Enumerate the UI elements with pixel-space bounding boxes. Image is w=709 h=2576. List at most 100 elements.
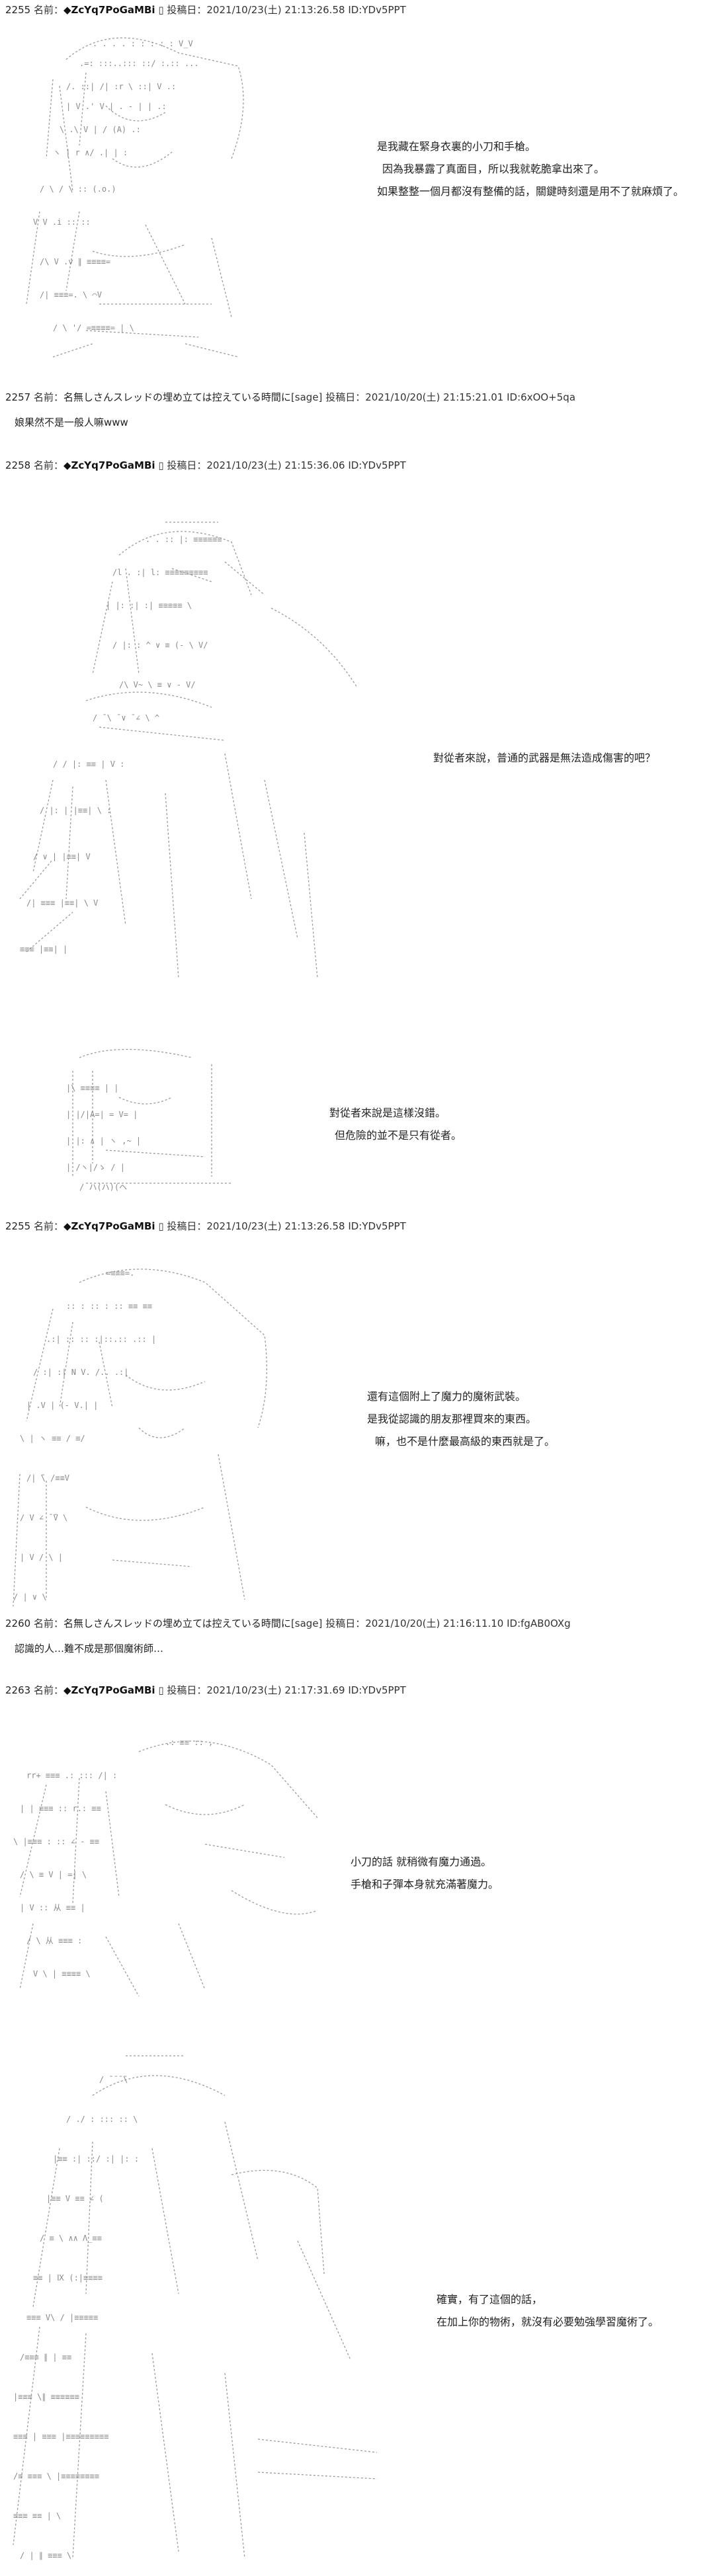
dialog-line: 嘛，也不是什麼最高級的東西就是了。 bbox=[375, 1435, 556, 1448]
svg-text:/\ V .v ∥ ≡≡≡≡=: /\ V .v ∥ ≡≡≡≡= bbox=[40, 257, 110, 266]
svg-text:| |: :| :| ≡≡≡≡≡ \: | |: :| :| ≡≡≡≡≡ \ bbox=[106, 601, 192, 610]
post-number[interactable]: 2255 bbox=[5, 4, 31, 16]
svg-text:/ \ 从 ≡≡≡ :: / \ 从 ≡≡≡ : bbox=[26, 1936, 82, 1945]
post-header: 2257 名前：名無しさんスレッドの埋め立ては控えている時間に[sage] 投稿… bbox=[5, 391, 575, 403]
dialog-line: 是我藏在緊身衣裏的小刀和手槍。 bbox=[377, 140, 536, 153]
svg-text:| |: ∧ | ヽ ,~ |: | |: ∧ | ヽ ,~ | bbox=[66, 1136, 141, 1146]
poster-name: 名無しさんスレッドの埋め立ては控えている時間に bbox=[63, 1618, 291, 1629]
svg-text:. . . . : : : : : V_V: . . . . : : : : : V_V bbox=[93, 39, 193, 48]
svg-text:| V :: 从 ≡≡ |: | V :: 从 ≡≡ | bbox=[20, 1903, 85, 1912]
poster-id[interactable]: ID:YDv5PPT bbox=[348, 4, 406, 16]
ascii-art-figure: . . . . : : : : : V_V .=: :::..::: ::/ :… bbox=[26, 37, 244, 358]
svg-text:rr+ ≡≡≡ .: ::: /| :: rr+ ≡≡≡ .: ::: /| : bbox=[26, 1771, 117, 1780]
poster-id[interactable]: ID:YDv5PPT bbox=[348, 459, 406, 471]
post-header: 2255 名前：◆ZcYq7PoGaMBi ▯ 投稿日：2021/10/23(土… bbox=[5, 4, 406, 16]
post-date: 投稿日：2021/10/23(土) 21:13:26.58 bbox=[167, 4, 345, 16]
dialog-line: 如果整整一個月都沒有整備的話，關鍵時刻還是用不了就麻煩了。 bbox=[377, 185, 685, 198]
svg-text:\ .\ V | / (A) .:: \ .\ V | / (A) .: bbox=[60, 125, 141, 134]
svg-text:≡≡≡ V\ / |≡≡≡≡≡: ≡≡≡ V\ / |≡≡≡≡≡ bbox=[26, 2313, 98, 2322]
svg-text:/≡ ≡≡≡ \ |≡≡≡≡≡≡≡≡: /≡ ≡≡≡ \ |≡≡≡≡≡≡≡≡ bbox=[13, 2472, 99, 2481]
svg-text:/ | ∨ \: / | ∨ \ bbox=[13, 1592, 47, 1602]
post-header: 2263 名前：◆ZcYq7PoGaMBi ▯ 投稿日：2021/10/23(土… bbox=[5, 1684, 406, 1696]
name-label: 名前： bbox=[33, 4, 63, 16]
svg-text:/ :| :| N V. /.. .:|: / :| :| N V. /.. .:| bbox=[33, 1368, 129, 1377]
post-body: 認識的人…難不成是那個魔術師… bbox=[15, 1643, 164, 1655]
post-number[interactable]: 2260 bbox=[5, 1618, 31, 1629]
svg-text:V V .i :: ::: V V .i :: :: bbox=[33, 217, 91, 227]
svg-text:/| ̄\ /≡≡V: /| ̄\ /≡≡V bbox=[26, 1473, 69, 1483]
svg-text:| | ≡≡≡ :: r.: ≡≡: | | ≡≡≡ :: r.: ≡≡ bbox=[20, 1804, 101, 1813]
svg-text:/ \ / \ :: (.o.): / \ / \ :: (.o.) bbox=[40, 184, 116, 194]
svg-text:/ ./ : ::: :: \: / ./ : ::: :: \ bbox=[66, 2115, 138, 2124]
poster-id[interactable]: ID:fgAB0OXg bbox=[507, 1618, 571, 1629]
svg-text:V \ | ≡≡≡≡ \: V \ | ≡≡≡≡ \ bbox=[33, 1969, 91, 1978]
svg-text:\ | ヽ ≡≡ / ≡/: \ | ヽ ≡≡ / ≡/ bbox=[20, 1434, 85, 1443]
ascii-art-figure: |\ ≡≡≡≡ | | | |/|A=| = V= | | |: ∧ | ヽ ,… bbox=[66, 1048, 231, 1192]
post-date: 投稿日：2021/10/20(土) 21:16:11.10 bbox=[325, 1618, 504, 1629]
dialog-line: 在加上你的物術，就沒有必要勉強學習魔術了。 bbox=[437, 2316, 659, 2328]
svg-text:≡≡ | Ⅸ (:|≡≡≡≡: ≡≡ | Ⅸ (:|≡≡≡≡ bbox=[33, 2273, 103, 2283]
post-header: 2255 名前：◆ZcYq7PoGaMBi ▯ 投稿日：2021/10/23(土… bbox=[5, 1220, 406, 1232]
svg-text:/ |: | |≡≡| \ :: / |: | |≡≡| \ : bbox=[40, 806, 111, 815]
mail-field: ▯ bbox=[158, 459, 164, 471]
svg-text:/≡≡≡ ∥ | ≡≡: /≡≡≡ ∥ | ≡≡ bbox=[20, 2353, 71, 2362]
svg-text:/| ≡≡≡=. \ ⌒V: /| ≡≡≡=. \ ⌒V bbox=[40, 290, 102, 299]
post-number[interactable]: 2258 bbox=[5, 459, 31, 471]
svg-text:. . :: |: ≡≡≡≡≡≡: . . :: |: ≡≡≡≡≡≡ bbox=[146, 535, 222, 544]
svg-text:/ ̄ ̄ ̄ ̄\: / ̄ ̄ ̄ ̄\ bbox=[99, 2075, 128, 2084]
post-date: 投稿日：2021/10/23(土) 21:15:36.06 bbox=[167, 459, 345, 471]
ascii-art-figure: .: ≡≡ :: , rr+ ≡≡≡ .: ::: /| : | | ≡≡≡ :… bbox=[13, 1738, 318, 1997]
svg-text:/ V ∠ ̄ ̄V \: / V ∠ ̄ ̄V \ bbox=[20, 1513, 67, 1522]
name-label: 名前： bbox=[33, 1220, 63, 1232]
svg-text:.: ≡≡ :: ,: .: ≡≡ :: , bbox=[165, 1738, 213, 1747]
dialog-line: 確實，有了這個的話， bbox=[437, 2293, 543, 2306]
svg-text:| V .' V | . ‐ | | .:: | V .' V | . ‐ | | .: bbox=[66, 102, 167, 111]
svg-text::: : :: : :: ≡≡ ≡≡: :: : :: : :: ≡≡ ≡≡ bbox=[66, 1302, 152, 1311]
dialog-line: 但危險的並不是只有從者。 bbox=[335, 1129, 462, 1142]
dialog-block: 對從者來說，普通的武器是無法造成傷害的吧？ bbox=[433, 747, 655, 769]
poster-id[interactable]: ID:YDv5PPT bbox=[348, 1220, 406, 1232]
post-date: 投稿日：2021/10/23(土) 21:17:31.69 bbox=[167, 1684, 345, 1696]
name-label: 名前： bbox=[33, 391, 63, 403]
dialog-block: 對從者來說是這樣沒錯。 但危險的並不是只有從者。 bbox=[329, 1102, 462, 1147]
poster-trip: ◆ZcYq7PoGaMBi bbox=[63, 4, 155, 16]
svg-text:≡≡≡ | ≡≡≡ |≡≡≡≡≡≡≡≡≡: ≡≡≡ | ≡≡≡ |≡≡≡≡≡≡≡≡≡ bbox=[13, 2432, 109, 2441]
dialog-line: 對從者來說，普通的武器是無法造成傷害的吧？ bbox=[433, 752, 656, 764]
svg-text:/ |: : ^ ∨ ≡ (‐ \ V/: / |: : ^ ∨ ≡ (‐ \ V/ bbox=[112, 641, 208, 650]
poster-name: 名無しさんスレッドの埋め立ては控えている時間に bbox=[63, 391, 291, 403]
mail-field: ▯ bbox=[158, 1220, 164, 1232]
poster-trip: ◆ZcYq7PoGaMBi bbox=[63, 1684, 155, 1696]
post-date: 投稿日：2021/10/23(土) 21:13:26.58 bbox=[167, 1220, 345, 1232]
svg-text:/ \ ≡ V | =| \: / \ ≡ V | =| \ bbox=[20, 1870, 87, 1879]
dialog-block: 確實，有了這個的話， 在加上你的物術，就沒有必要勉強學習魔術了。 bbox=[437, 2288, 659, 2333]
post-number[interactable]: 2263 bbox=[5, 1684, 31, 1696]
svg-text:.=: :::..::: ::/ :.:: ...: .=: :::..::: ::/ :.:: ... bbox=[79, 59, 199, 68]
post-number[interactable]: 2257 bbox=[5, 391, 31, 403]
poster-trip: ◆ZcYq7PoGaMBi bbox=[63, 459, 155, 471]
dialog-line: 是我從認識的朋友那裡買來的東西。 bbox=[367, 1413, 537, 1425]
dialog-line: 手槍和子彈本身就充滿著魔力。 bbox=[351, 1878, 499, 1891]
post-header: 2258 名前：◆ZcYq7PoGaMBi ▯ 投稿日：2021/10/23(土… bbox=[5, 459, 406, 471]
mail-field: ▯ bbox=[158, 1684, 164, 1696]
svg-text:≡≡≡ |≡≡| |: ≡≡≡ |≡≡| | bbox=[20, 945, 67, 954]
poster-id[interactable]: ID:6xOO+5qa bbox=[507, 391, 576, 403]
poster-id[interactable]: ID:YDv5PPT bbox=[348, 1684, 406, 1696]
svg-text:/ ハ(ハ)(ヘ: / ハ(ハ)(ヘ bbox=[79, 1183, 127, 1192]
svg-text:ヽ | r ∧/ .| | :: ヽ | r ∧/ .| | : bbox=[53, 148, 128, 157]
svg-text:=≡≡≡=.: =≡≡≡=. bbox=[106, 1268, 134, 1278]
svg-text:≡≡≡ ≡≡ | \: ≡≡≡ ≡≡ | \ bbox=[13, 2511, 61, 2520]
svg-text:|≡≡ :| ::/ :| |: :: |≡≡ :| ::/ :| |: : bbox=[53, 2154, 139, 2164]
svg-text:|≡≡≡ \∥ ≡≡≡≡≡≡: |≡≡≡ \∥ ≡≡≡≡≡≡ bbox=[13, 2392, 79, 2401]
dialog-block: 小刀的話 就稍微有魔力通過。 手槍和子彈本身就充滿著魔力。 bbox=[351, 1851, 499, 1896]
name-label: 名前： bbox=[33, 459, 63, 471]
svg-text:/l . :| l: ≡≡≡≡≡≡≡≡≡: /l . :| l: ≡≡≡≡≡≡≡≡≡ bbox=[112, 568, 208, 577]
svg-text:/ \ '/ =≡≡≡≡= | \: / \ '/ =≡≡≡≡= | \ bbox=[53, 323, 134, 332]
post-body: 娘果然不是一般人嘛www bbox=[15, 416, 128, 428]
mail-field: ▯ bbox=[158, 4, 164, 16]
post-date: 投稿日：2021/10/20(土) 21:15:21.01 bbox=[325, 391, 504, 403]
post-number[interactable]: 2255 bbox=[5, 1220, 31, 1232]
svg-text:/ ̄ \ ̄ ∨ ̄ ∠ \ ^: / ̄ \ ̄ ∨ ̄ ∠ \ ^ bbox=[93, 713, 159, 722]
svg-text:| |/|A=| = V= |: | |/|A=| = V= | bbox=[66, 1110, 138, 1119]
ascii-art-figure: / ̄ ̄ ̄ ̄\ / ./ : ::: :: \ |≡≡ :| ::/ :|… bbox=[13, 2055, 378, 2560]
svg-text:/ | ∥ ≡≡≡ \: / | ∥ ≡≡≡ \ bbox=[20, 2551, 71, 2560]
